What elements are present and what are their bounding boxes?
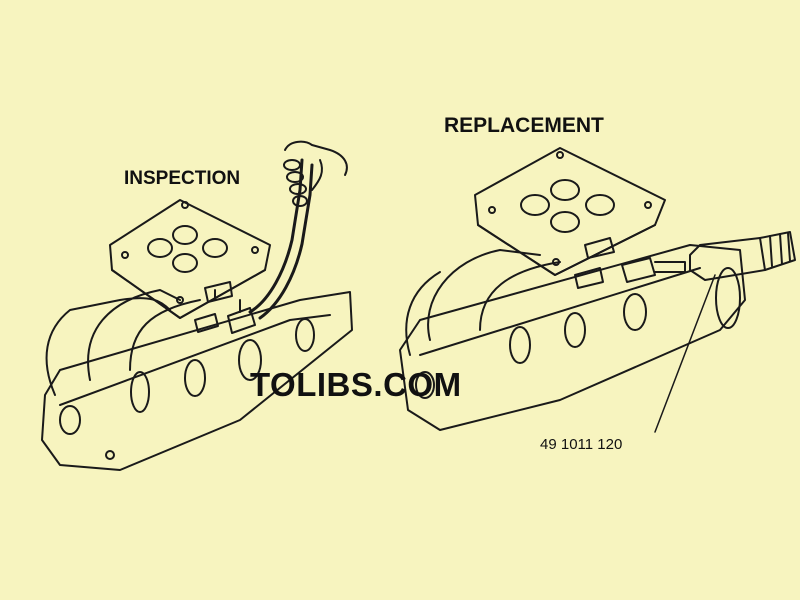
replacement-label: REPLACEMENT (444, 114, 604, 137)
inspection-manifold (41, 140, 353, 471)
replacement-manifold (399, 147, 796, 433)
part-number-label: 49 1011 120 (540, 436, 623, 453)
watermark-text: TOLIBS.COM (250, 366, 462, 403)
inspection-label: INSPECTION (124, 168, 241, 189)
ghost-text (360, 148, 364, 161)
